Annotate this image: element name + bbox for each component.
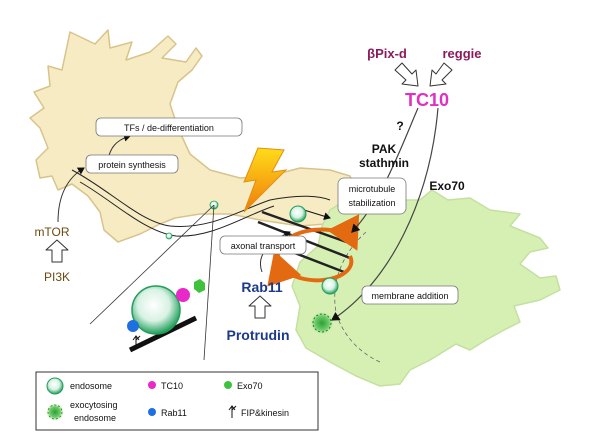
protrudin-label: Protrudin	[227, 327, 290, 343]
kinesin-direction-arrow	[303, 209, 331, 221]
mtor-to-protein-synthesis-arrow	[57, 167, 85, 223]
zoom-line-right	[203, 204, 215, 361]
enlarged-endosome-complex	[127, 279, 205, 353]
reggie-label: reggie	[442, 46, 481, 61]
legend-exocytosing-endosome-label: endosome	[74, 413, 116, 423]
callout-tfs: TFs / de-differentiation	[95, 117, 243, 137]
exocytosing-endosome	[310, 311, 334, 335]
pi3k-to-mtor-arrow	[45, 239, 69, 263]
axon-microtubules	[71, 169, 331, 237]
question-mark-label: ?	[396, 119, 403, 133]
legend-exo70-label: Exo70	[237, 381, 263, 391]
endosome-cone-lower	[321, 277, 339, 295]
stabilization-label: stabilization	[348, 198, 395, 208]
legend-exocytosing-label: exocytosing	[70, 400, 118, 410]
legend-tc10-icon	[148, 381, 156, 389]
injury-lightning-icon	[243, 147, 288, 213]
protrudin-to-rab11-arrow	[248, 295, 272, 319]
tc10-label: TC10	[405, 90, 449, 110]
legend-fip-kinesin-icon	[228, 405, 237, 418]
pi3k-label: PI3K	[44, 270, 70, 284]
callout-axonal-transport: axonal transport	[219, 235, 307, 255]
legend-endosome-label: endosome	[70, 381, 112, 391]
pak-label: PAK	[372, 142, 397, 156]
callout-microtubule: microtubule stabilization	[337, 177, 407, 215]
rotation-arrow-lower	[267, 250, 354, 287]
bpix-label: βPix-d	[367, 46, 407, 61]
mtor-label: mTOR	[34, 225, 69, 239]
legend-endosome-icon	[46, 377, 64, 395]
bpix-to-tc10-arrow	[394, 62, 419, 87]
stathmin-label: stathmin	[359, 156, 409, 170]
legend-fip-kinesin-label: FIP&kinesin	[241, 408, 289, 418]
zoom-line-left	[89, 204, 215, 325]
axonal-transport-label: axonal transport	[231, 241, 296, 251]
legend-rab11-label: Rab11	[161, 408, 187, 418]
exo70-label: Exo70	[429, 179, 465, 193]
endosome-small-soma	[165, 232, 173, 240]
endosome-cone-upper	[289, 205, 307, 223]
reggie-to-tc10-arrow	[429, 62, 453, 87]
callout-membrane-addition: membrane addition	[361, 285, 459, 305]
legend-exo70-icon	[224, 381, 232, 389]
microtubule-label: microtubule	[349, 184, 396, 194]
membrane-addition-label: membrane addition	[371, 291, 448, 301]
legend-rab11-icon	[148, 408, 156, 416]
protein-synthesis-label: protein synthesis	[98, 160, 166, 170]
rab11-label: Rab11	[241, 279, 282, 295]
legend: endosome TC10 Exo70 exocytosing endosome…	[35, 371, 319, 431]
tfs-dedifferentiation-label: TFs / de-differentiation	[124, 123, 214, 133]
callout-protein-synthesis: protein synthesis	[85, 154, 179, 174]
legend-exocytosing-icon	[46, 403, 64, 421]
exocytosing-endosome-ring	[312, 313, 332, 333]
tc10-to-membrane-arrow	[330, 107, 439, 321]
tc10-to-microtubule-arrow	[351, 107, 419, 233]
legend-tc10-label: TC10	[161, 381, 183, 391]
